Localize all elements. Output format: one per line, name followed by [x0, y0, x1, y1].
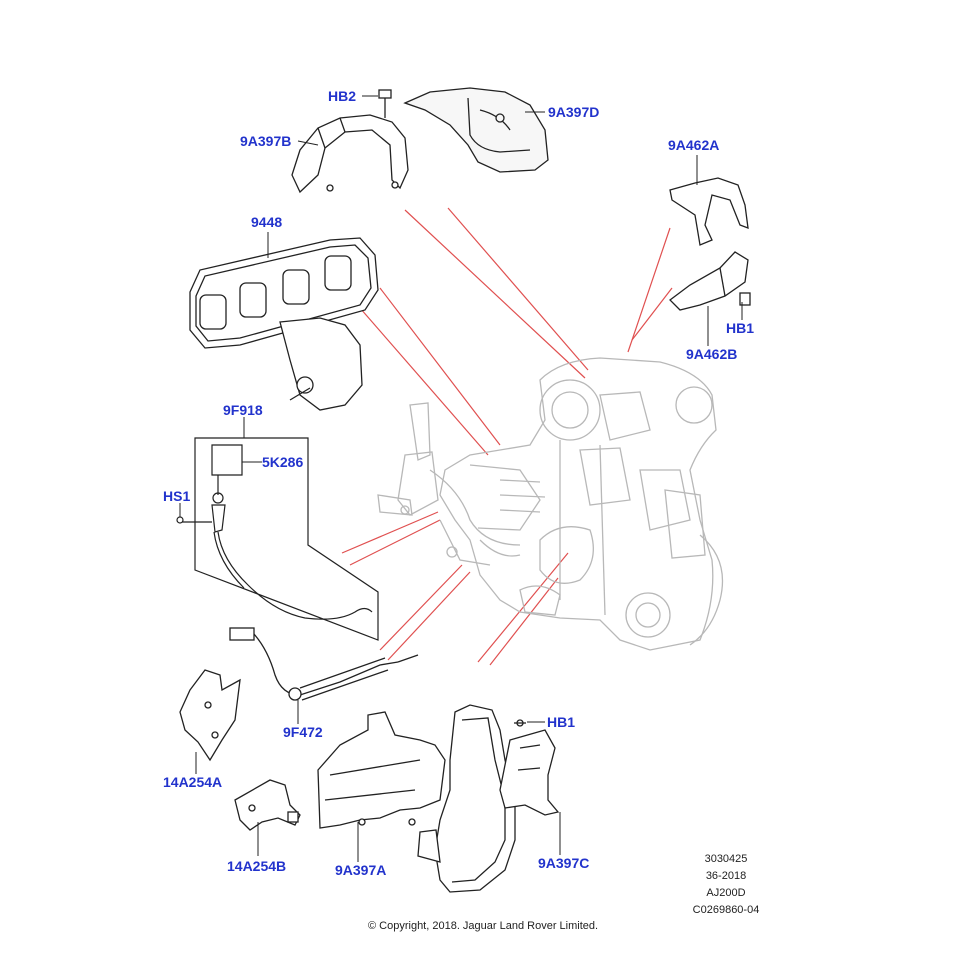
callout-hs1: HS1 — [163, 488, 191, 504]
bracket-14a254b — [234, 779, 301, 831]
reference-line-2: 36-2018 — [705, 870, 747, 882]
engine-assembly — [439, 357, 724, 651]
reference-line-3: AJ200D — [706, 887, 746, 899]
callout-9a397c: 9A397C — [538, 855, 590, 871]
leader-lines — [341, 207, 673, 666]
callout-9a397d: 9A397D — [548, 104, 600, 120]
wiring-bracket — [377, 402, 521, 566]
heat-shield-9a397b — [291, 89, 409, 194]
callout-9a397b: 9A397B — [240, 133, 292, 149]
callout-9a462b: 9A462B — [686, 346, 738, 362]
bracket-14a254a — [179, 669, 241, 762]
callout-14a254a: 14A254A — [163, 774, 223, 790]
callout-hb1-bottom: HB1 — [547, 714, 576, 730]
timing-cover-shield — [417, 704, 516, 893]
callout-5k286: 5K286 — [262, 454, 304, 470]
bracket-9a462a — [669, 177, 749, 246]
bracket-9a462b — [669, 251, 751, 311]
callout-9448: 9448 — [251, 214, 283, 230]
copyright-notice: © Copyright, 2018. Jaguar Land Rover Lim… — [368, 920, 599, 932]
sensor-9f472 — [229, 627, 419, 701]
reference-line-4: C0269860-04 — [692, 904, 760, 916]
callout-9f918: 9F918 — [223, 402, 263, 418]
heat-shield-9a397d — [403, 87, 549, 173]
callout-hb2: HB2 — [328, 88, 357, 104]
exhaust-manifold-gasket-9448 — [189, 237, 379, 411]
heat-shield-9a397a — [317, 711, 446, 829]
callout-9f472: 9F472 — [283, 724, 323, 740]
reference-line-1: 3030425 — [704, 853, 748, 865]
callout-9a462a: 9A462A — [668, 137, 720, 153]
callout-leaders — [179, 95, 743, 862]
callout-9a397a: 9A397A — [335, 862, 387, 878]
callout-hb1-top: HB1 — [726, 320, 755, 336]
callout-14a254b: 14A254B — [227, 858, 287, 874]
heat-shield-9a397c — [499, 719, 560, 816]
